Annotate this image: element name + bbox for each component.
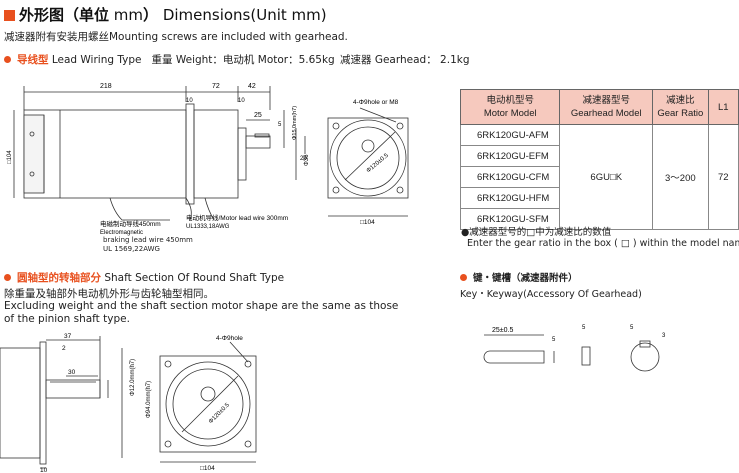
table-row: 6RK120GU-EFM: [459, 145, 561, 167]
round-shaft-heading: 圆轴型的转轴部分 Shaft Section Of Round Shaft Ty…: [4, 270, 284, 285]
brake-en2: braking lead wire 450mm: [103, 236, 193, 244]
l1-cell: 72: [707, 124, 739, 230]
key-dim-5a: 5: [552, 337, 556, 343]
round-shaft-desc-en2: of the pinion shaft type.: [4, 313, 130, 325]
dim-25: 25: [254, 112, 262, 119]
key-subheading: Key・Keyway(Accessory Of Gearhead): [460, 289, 642, 300]
brake-lead-label: 电磁制动导线450mm: [100, 219, 161, 228]
dim-20: 20: [300, 156, 307, 162]
rs-dim-37: 37: [64, 333, 72, 340]
key-heading: 键・键槽（减速器附件）: [460, 270, 578, 284]
key-dim-25: 25±0.5: [492, 327, 513, 334]
rs-front-104: □104: [200, 465, 215, 472]
rs-dim-10: 10: [40, 467, 48, 473]
key-drawing: 25±0.5 5 5 5 3: [483, 325, 666, 372]
dim-5: 5: [278, 122, 282, 128]
gearhead-weight: 减速器 Gearhead： 2.1kg: [340, 54, 470, 66]
motor-lead-label: 电动机导线/Motor lead wire 300mm: [186, 213, 288, 222]
ratio-cell: 3～200: [652, 124, 709, 230]
rs-dia94: Φ94.0mm(h7): [146, 381, 152, 418]
rs-dim-30: 30: [68, 369, 76, 376]
bullet-icon: [460, 274, 467, 281]
lead-wiring-heading: 导线型 Lead Wiring Type 重量 Weight：电动机 Motor…: [4, 52, 335, 67]
dim-72: 72: [212, 83, 220, 90]
dim-218: 218: [100, 83, 112, 90]
table-row: 6RK120GU-SFM: [459, 208, 561, 230]
key-dim-5b: 5: [582, 325, 586, 331]
table-row: 6RK120GU-HFM: [459, 187, 561, 209]
brake-en1: Electromagnetic: [100, 230, 143, 236]
key-dim-5c: 5: [630, 325, 634, 331]
gearhead-cell: 6GU□K: [559, 124, 654, 230]
rs-dim-2: 2: [62, 345, 66, 352]
dim-42: 42: [248, 83, 256, 90]
table-row: 6RK120GU-CFM: [459, 166, 561, 188]
lead-wire-motor-drawing: 218 72 42 10 10 25 □104 Φ15.0mm(h7) Φ36 …: [7, 83, 409, 236]
note-cn: ●减速器型号的□中为减速比的数值: [461, 227, 612, 238]
rs-hole-label: 4-Φ9hole: [216, 335, 243, 342]
rs-shaft: Φ12.0mm(h7): [130, 359, 136, 396]
note-en: Enter the gear ratio in the box ( □ ) wi…: [467, 238, 739, 249]
hole-label: 4-Φ9hole or M8: [353, 99, 399, 106]
page-title: 外形图（单位 mm） Dimensions(Unit mm): [4, 4, 327, 25]
round-shaft-desc-en1: Excluding weight and the shaft section m…: [4, 300, 399, 312]
title-square-icon: [4, 10, 15, 21]
motor-ul-label: UL1333,18AWG: [186, 224, 230, 230]
intro-text: 减速器附有安装用螺丝Mounting screws are included w…: [4, 31, 348, 43]
round-shaft-desc-cn: 除重量及轴部外电动机外形与齿轮轴型相同。: [4, 288, 214, 300]
th-l1: L1: [707, 89, 739, 125]
dim-10a: 10: [186, 98, 193, 104]
front-104: □104: [360, 219, 375, 226]
bullet-icon: [4, 56, 11, 63]
dia-36: Φ36: [304, 154, 310, 166]
rs-pcd: Φ120±0.5: [208, 402, 231, 425]
shaft-dia: Φ15.0mm(h7): [292, 106, 298, 140]
bullet-icon: [4, 274, 11, 281]
brake-ul: UL 1569,22AWG: [103, 245, 160, 253]
round-shaft-drawing: 37 2 30 10 Φ12.0mm(h7) Φ94.0mm(h7) 4-Φ9h…: [0, 333, 257, 473]
pcd-label: Φ120±0.5: [366, 152, 391, 174]
dim-104-side: □104: [7, 150, 13, 164]
key-dim-3: 3: [662, 333, 666, 339]
table-row: 6RK120GU-AFM: [459, 124, 561, 146]
dim-10b: 10: [238, 98, 245, 104]
